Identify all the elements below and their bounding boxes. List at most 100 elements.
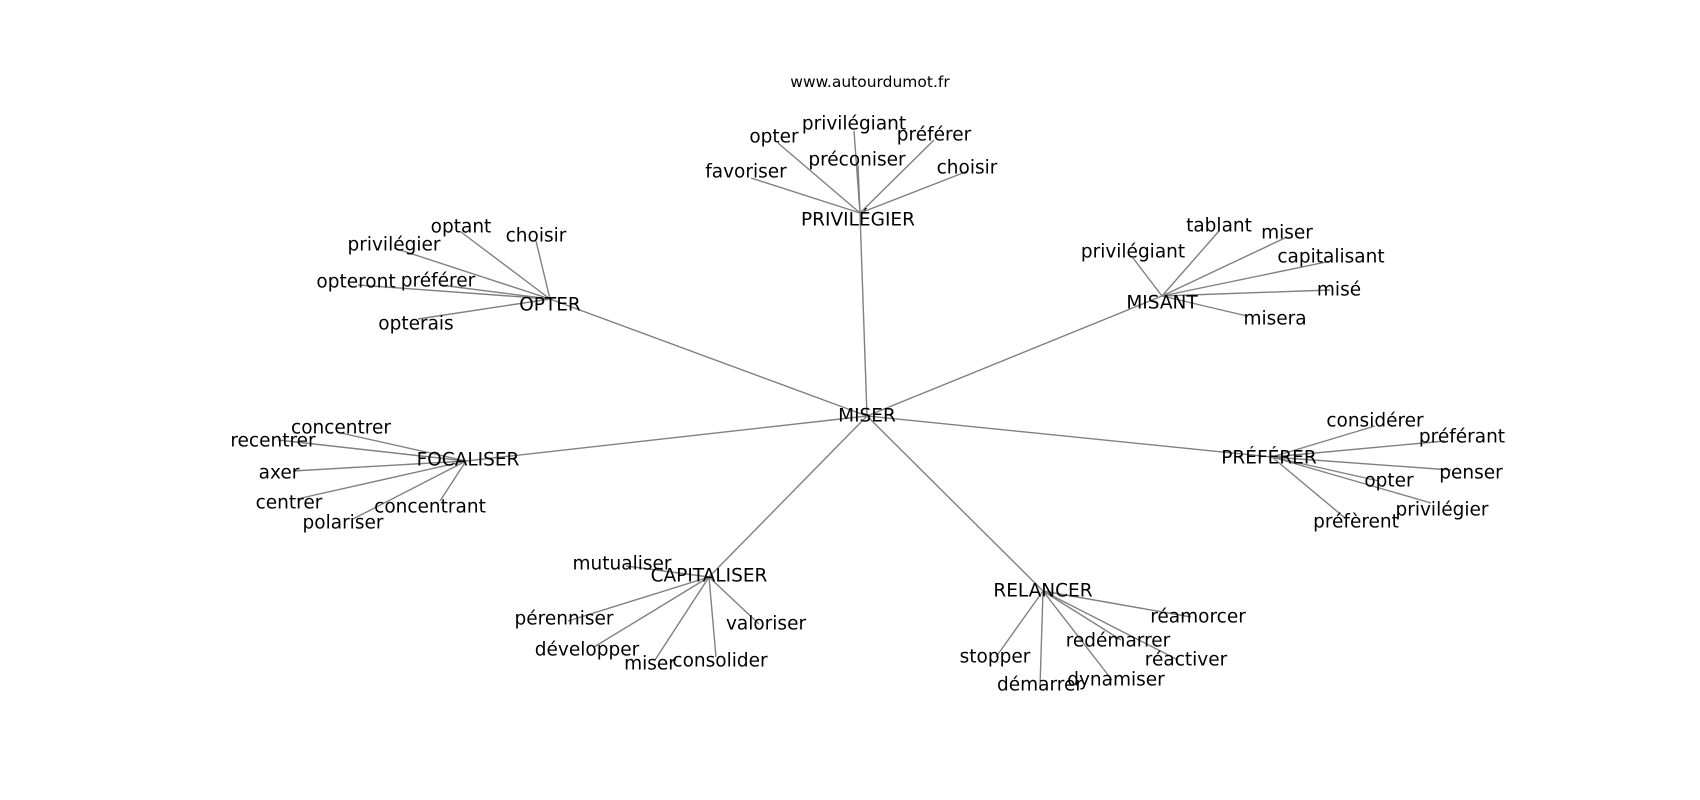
word-label-focaliser-centrer: centrer [256, 493, 323, 514]
edge-miser-capitaliser [708, 415, 868, 578]
word-label-privilegier-favoriser: favoriser [705, 162, 787, 183]
edge-privilegier-favoriser [750, 177, 861, 214]
word-label-privilegier-opter: opter [749, 127, 799, 148]
edge-privilegier-choisir [859, 170, 969, 214]
word-label-capitaliser-valoriser: valoriser [726, 614, 807, 635]
word-label-capitaliser-consolider: consolider [672, 651, 768, 672]
edge-preferer-penser [1271, 456, 1452, 471]
edge-opter-opteront [357, 284, 551, 300]
node-label-miser: MISER [838, 406, 896, 427]
edge-capitaliser-valoriser [708, 576, 760, 625]
edge-relancer-reamorcer [1042, 590, 1192, 618]
edge-opter-opterais [417, 298, 551, 320]
edge-focaliser-centrer [296, 460, 467, 500]
edge-miser-privilegier [859, 212, 868, 417]
word-label-relancer-redemarrer: redémarrer [1066, 631, 1171, 652]
edge-focaliser-concentrant [439, 460, 467, 502]
edge-preferer-opter [1271, 456, 1380, 482]
node-label-opter: OPTER [519, 295, 581, 316]
edge-miser-misant [866, 295, 1163, 417]
word-label-privilegier-choisir: choisir [937, 158, 998, 179]
word-label-opter-optant: optant [431, 217, 492, 238]
word-label-opter-privilegier: privilégier [348, 235, 441, 256]
edge-relancer-redemarrer [1042, 590, 1122, 641]
edge-capitaliser-consolider [708, 576, 717, 658]
edge-preferer-preferant [1271, 440, 1446, 458]
word-label-preferer-considerer: considérer [1326, 411, 1424, 432]
word-label-preferer-preferant: préférant [1419, 427, 1505, 448]
word-label-opter-choisir: choisir [506, 226, 567, 247]
edge-preferer-preferent [1271, 456, 1346, 519]
word-label-relancer-reamorcer: réamorcer [1150, 607, 1246, 628]
node-label-capitaliser: CAPITALISER [651, 566, 768, 587]
edge-misant-tablant [1161, 230, 1220, 297]
edge-opter-privilegier [393, 247, 551, 300]
edge-opter-optant [460, 231, 551, 300]
word-label-relancer-reactiver: réactiver [1145, 650, 1228, 671]
edge-relancer-demarrer [1039, 590, 1044, 688]
edge-capitaliser-mutualiser [625, 565, 710, 578]
word-label-capitaliser-developper: développer [535, 640, 640, 661]
word-label-relancer-demarrer: démarrer [997, 675, 1083, 696]
edge-privilegier-preferer [859, 139, 935, 214]
word-label-privilegier-preconiser: préconiser [808, 150, 906, 171]
edge-focaliser-polariser [352, 460, 467, 520]
edge-relancer-reactiver [1042, 590, 1179, 661]
edge-relancer-dynamiser [1042, 590, 1113, 681]
word-label-capitaliser-miser: miser [624, 654, 676, 675]
word-label-misant-mise: misé [1317, 280, 1361, 301]
word-label-privilegier-privilegiant: privilégiant [802, 114, 906, 135]
word-label-relancer-dynamiser: dynamiser [1067, 670, 1165, 691]
graph-edges [277, 130, 1452, 688]
edge-focaliser-concentrer [340, 432, 467, 462]
edge-privilegier-opter [777, 142, 861, 214]
node-label-privilegier: PRIVILÉGIER [801, 209, 915, 231]
site-watermark: www.autourdumot.fr [790, 73, 950, 91]
word-label-misant-capitalisant: capitalisant [1277, 247, 1384, 268]
edge-miser-preferer [866, 415, 1273, 458]
node-label-relancer: RELANCER [993, 581, 1092, 602]
edge-misant-miser [1161, 236, 1288, 297]
edge-relancer-stopper [995, 590, 1044, 658]
edge-preferer-privilegier [1271, 456, 1432, 504]
word-label-opter-opteront: opteront [316, 272, 395, 293]
word-label-preferer-opter: opter [1364, 471, 1414, 492]
edge-opter-choisir [535, 240, 551, 300]
edge-capitaliser-perenniser [567, 576, 710, 622]
edge-miser-focaliser [465, 415, 868, 462]
word-label-preferer-penser: penser [1439, 463, 1503, 484]
word-label-misant-misera: misera [1243, 309, 1306, 330]
word-label-capitaliser-mutualiser: mutualiser [573, 554, 672, 575]
word-label-opter-preferer: préférer [401, 271, 476, 292]
node-label-preferer: PRÉFÉRER [1221, 447, 1317, 469]
word-label-focaliser-concentrer: concentrer [291, 418, 391, 439]
word-label-focaliser-recentrer: recentrer [230, 431, 316, 452]
word-label-focaliser-axer: axer [259, 463, 300, 484]
word-label-relancer-stopper: stopper [960, 647, 1031, 668]
word-label-misant-privilegiant: privilégiant [1081, 242, 1185, 263]
word-label-capitaliser-perenniser: pérenniser [515, 609, 614, 630]
edge-misant-misera [1161, 295, 1248, 317]
edge-misant-privilegiant [1132, 257, 1163, 297]
word-label-privilegier-preferer: préférer [897, 125, 972, 146]
word-label-misant-tablant: tablant [1186, 216, 1252, 237]
word-label-opter-opterais: opterais [378, 314, 453, 335]
edge-miser-relancer [866, 415, 1044, 592]
word-label-focaliser-concentrant: concentrant [374, 497, 486, 518]
edge-focaliser-recentrer [277, 439, 467, 462]
edge-privilegier-preconiser [857, 164, 861, 214]
edge-capitaliser-miser [654, 576, 710, 661]
edge-opter-preferer [439, 284, 551, 300]
node-label-focaliser: FOCALISER [417, 450, 520, 471]
node-label-misant: MISANT [1126, 293, 1198, 314]
edge-preferer-considerer [1271, 425, 1376, 458]
edge-misant-mise [1161, 289, 1331, 297]
edge-focaliser-axer [292, 460, 467, 472]
word-label-preferer-privilegier: privilégier [1396, 500, 1489, 521]
word-label-focaliser-polariser: polariser [303, 513, 384, 534]
edge-miser-opter [549, 298, 868, 417]
edge-misant-capitalisant [1161, 260, 1332, 297]
edge-capitaliser-developper [593, 576, 710, 648]
